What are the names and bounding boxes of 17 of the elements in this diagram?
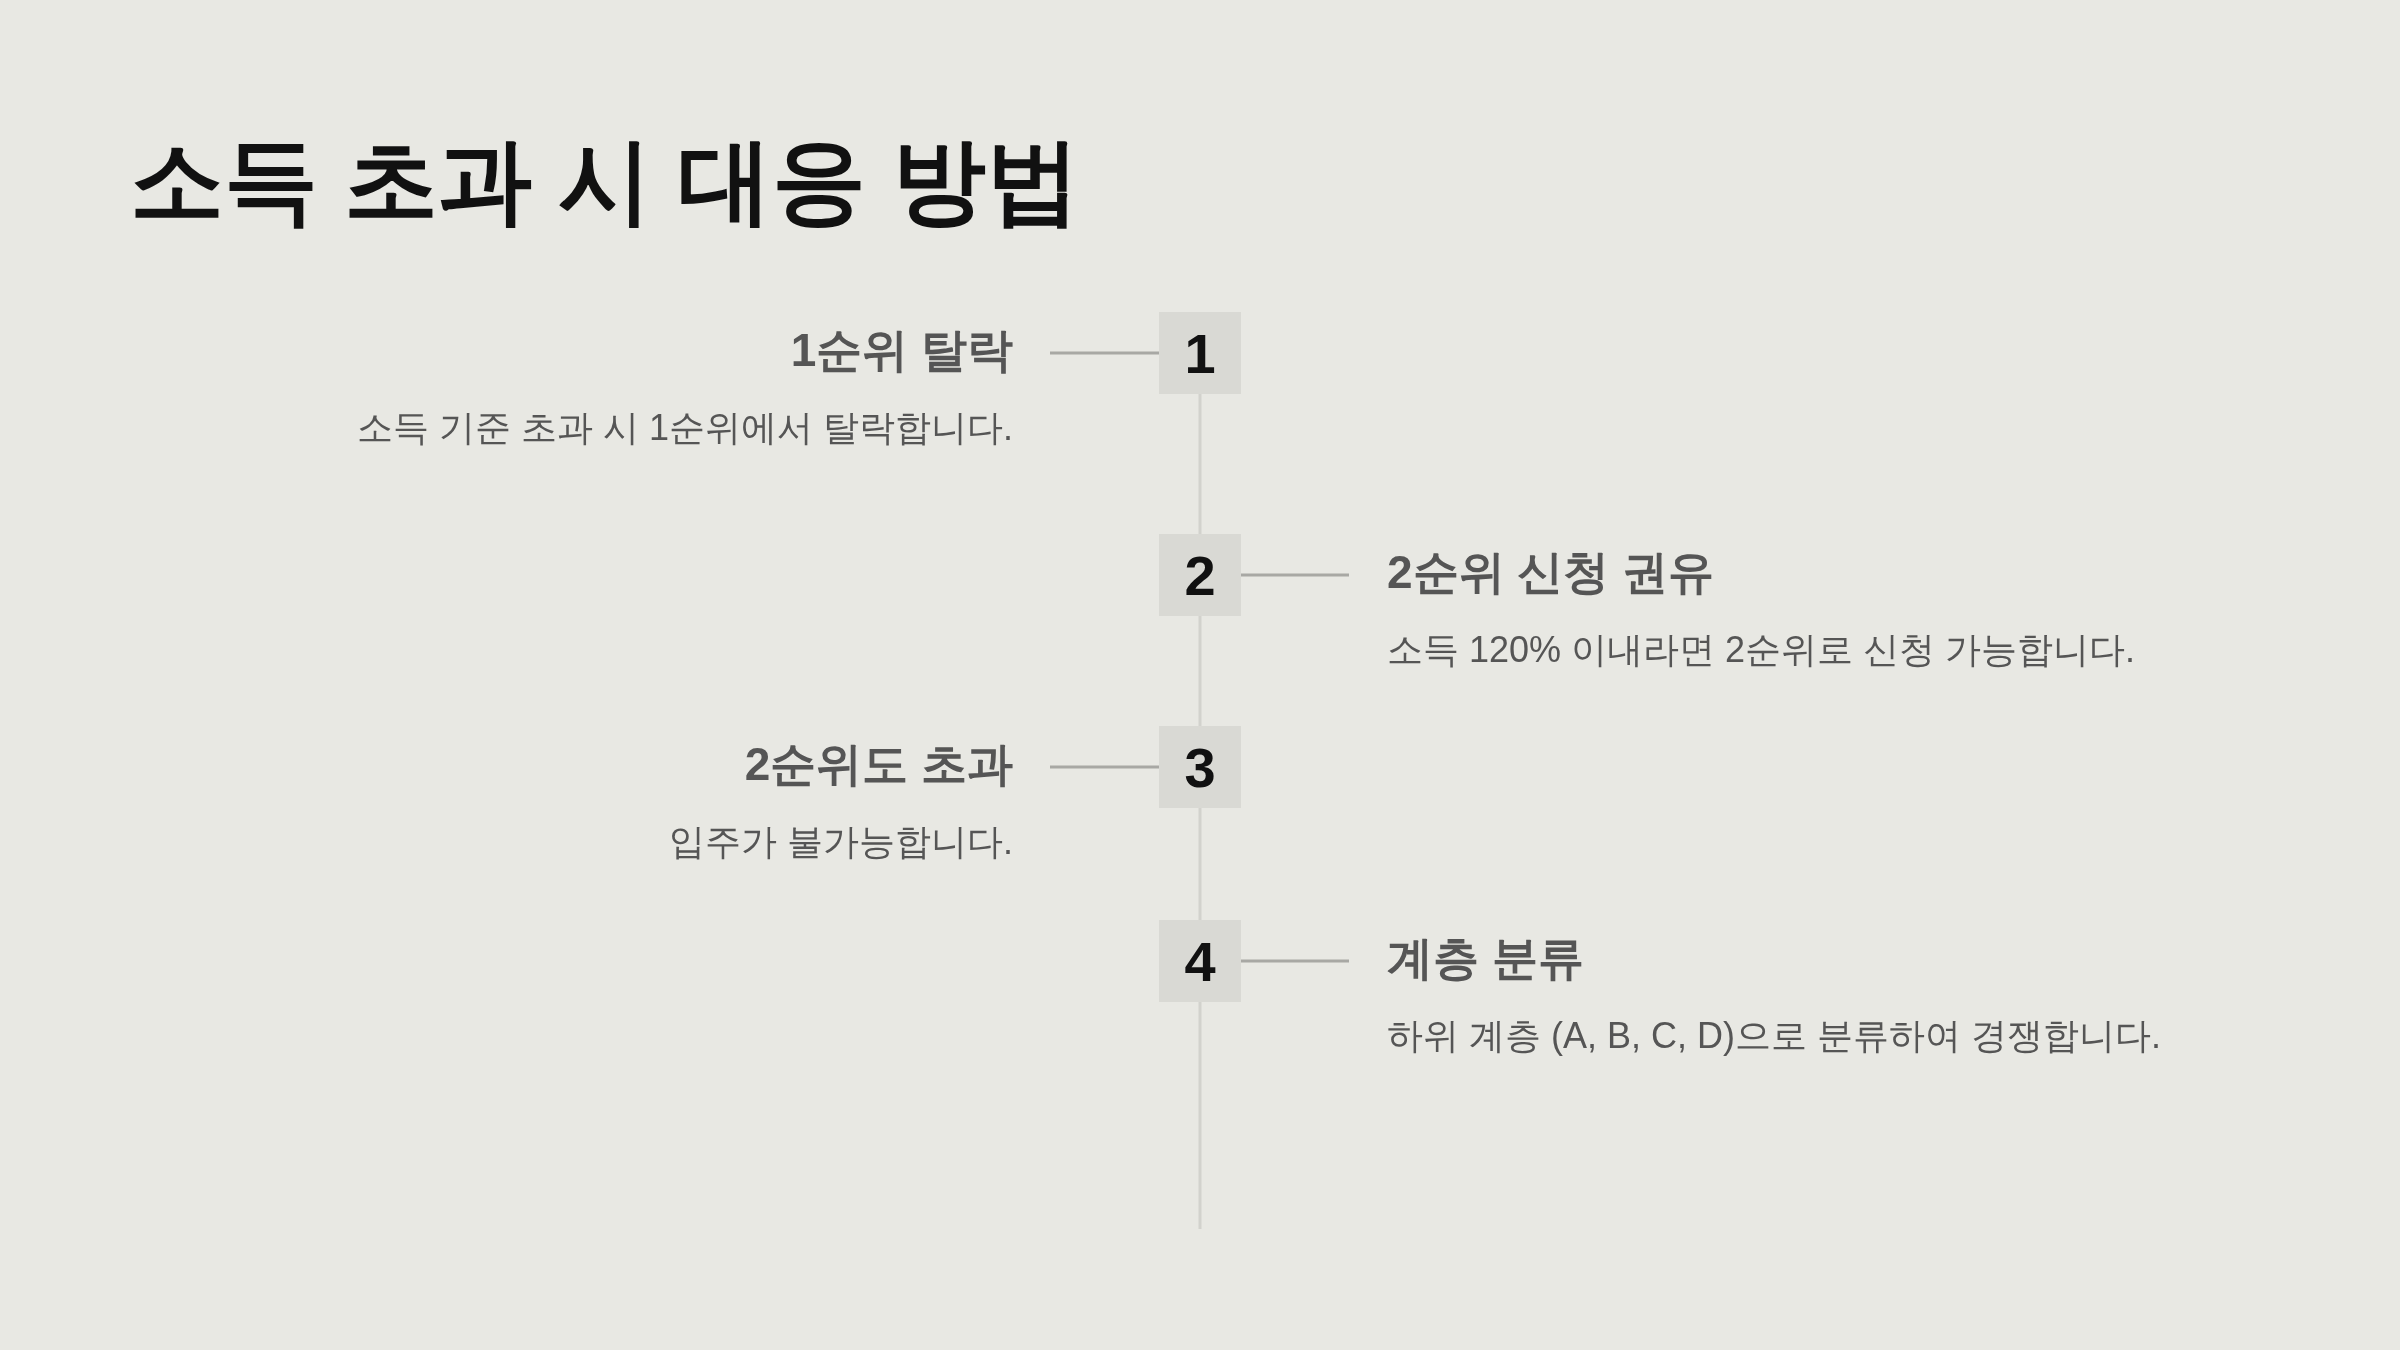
step-heading: 2순위 신청 권유 (1387, 545, 1715, 600)
step-number-box: 3 (1159, 726, 1241, 808)
connector-line (1241, 959, 1349, 963)
step-heading: 2순위도 초과 (744, 737, 1013, 792)
step-number-box: 2 (1159, 534, 1241, 616)
step-description: 입주가 불가능합니다. (669, 820, 1013, 864)
step-description: 소득 120% 이내라면 2순위로 신청 가능합니다. (1387, 628, 2136, 672)
step-heading: 계층 분류 (1387, 931, 1584, 986)
step-number-box: 4 (1159, 920, 1241, 1002)
step-number-box: 1 (1159, 312, 1241, 394)
step-description: 소득 기준 초과 시 1순위에서 탈락합니다. (356, 406, 1013, 450)
connector-line (1241, 573, 1349, 577)
connector-line (1050, 351, 1159, 355)
step-heading: 1순위 탈락 (790, 323, 1013, 378)
connector-line (1050, 765, 1159, 769)
step-description: 하위 계층 (A, B, C, D)으로 분류하여 경쟁합니다. (1387, 1014, 2162, 1058)
title: 소득 초과 시 대응 방법 (130, 127, 1081, 235)
